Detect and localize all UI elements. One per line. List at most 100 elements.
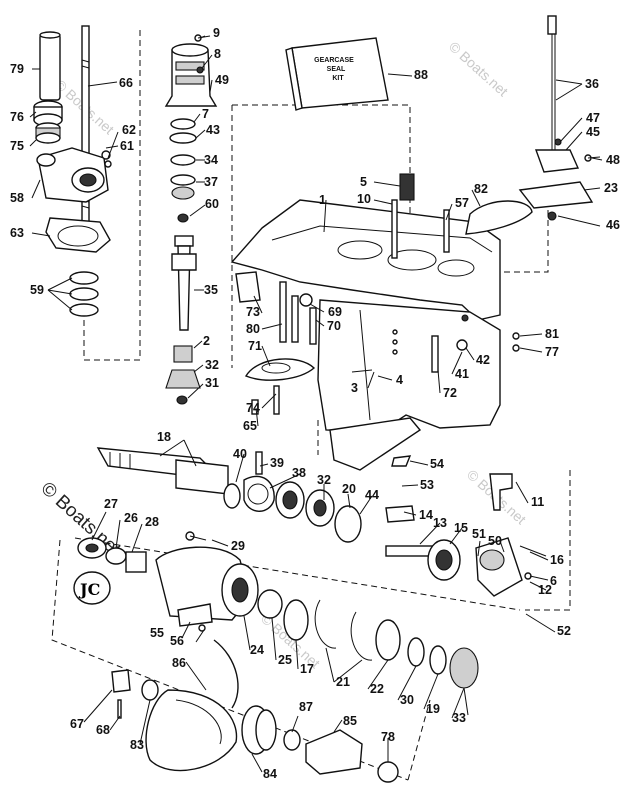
callout-part-70: 70 <box>327 319 341 333</box>
leader-line <box>367 371 375 389</box>
callout-part-29: 29 <box>231 539 245 553</box>
callout-part-13: 13 <box>433 516 447 530</box>
kit-label-line-2: SEAL <box>327 66 346 73</box>
callout-part-32b: 32 <box>317 473 331 487</box>
leader-line <box>463 687 469 716</box>
callout-part-78: 78 <box>381 730 395 744</box>
callout-part-66: 66 <box>119 76 133 90</box>
leader-line <box>87 81 118 87</box>
leader-line <box>555 79 583 85</box>
callout-part-14: 14 <box>419 508 433 522</box>
leader-line <box>377 375 393 381</box>
leader-line <box>193 364 204 373</box>
leader-line <box>333 659 363 683</box>
leader-line <box>529 551 549 561</box>
callout-part-53: 53 <box>420 478 434 492</box>
leader-lines <box>29 35 603 773</box>
leader-line <box>471 189 481 207</box>
leader-line <box>255 407 259 427</box>
kit-label-line-3: KIT <box>332 75 344 82</box>
callout-part-30: 30 <box>400 693 414 707</box>
leader-line <box>261 393 277 409</box>
callout-part-18: 18 <box>157 430 171 444</box>
leader-line <box>437 369 441 394</box>
leader-line <box>47 289 73 311</box>
leader-line <box>515 481 529 504</box>
leader-line <box>185 661 207 691</box>
callout-part-82: 82 <box>474 182 488 196</box>
callout-part-34: 34 <box>204 153 218 167</box>
leader-line <box>187 383 204 399</box>
callout-part-23: 23 <box>604 181 618 195</box>
callout-part-58: 58 <box>10 191 24 205</box>
callout-part-79: 79 <box>10 62 24 76</box>
callout-part-72: 72 <box>443 386 457 400</box>
callout-part-86: 86 <box>172 656 186 670</box>
leader-line <box>83 689 113 723</box>
propeller-group <box>111 639 399 783</box>
callout-part-1: 1 <box>319 193 326 207</box>
leader-line <box>333 719 343 733</box>
leader-line <box>291 715 299 733</box>
leader-line <box>419 522 441 545</box>
leader-line <box>29 111 37 118</box>
leader-line <box>47 277 73 291</box>
callout-part-4: 4 <box>396 373 403 387</box>
leader-line <box>451 351 463 375</box>
leader-line <box>499 540 505 553</box>
middle-small-parts <box>235 271 520 523</box>
callout-part-47: 47 <box>586 111 600 125</box>
leader-line <box>193 113 201 123</box>
leader-line <box>519 333 543 337</box>
callout-part-45: 45 <box>586 125 600 139</box>
leader-line <box>397 665 417 701</box>
bearing-carrier-group: JC <box>73 531 479 689</box>
driveshaft-parts <box>33 25 112 317</box>
callout-part-9: 9 <box>213 26 220 40</box>
leader-line <box>315 319 325 327</box>
callout-part-24: 24 <box>250 643 264 657</box>
leader-line <box>259 463 269 467</box>
callout-part-33: 33 <box>452 711 466 725</box>
callout-part-73: 73 <box>246 305 260 319</box>
callout-part-11: 11 <box>531 495 544 509</box>
callout-part-36: 36 <box>585 77 599 91</box>
callout-part-28: 28 <box>145 515 159 529</box>
leader-line <box>189 204 206 217</box>
leader-line <box>115 519 121 549</box>
callout-part-69: 69 <box>328 305 342 319</box>
kit-label-line-1: GEARCASE <box>314 57 354 64</box>
leader-line <box>525 613 556 633</box>
leader-line <box>183 439 197 467</box>
leader-line <box>403 511 417 516</box>
leader-line <box>373 181 401 187</box>
leader-line <box>109 715 121 731</box>
leader-line <box>31 232 51 237</box>
leader-line <box>449 527 463 545</box>
leader-line <box>199 35 206 39</box>
callout-part-39: 39 <box>270 456 284 470</box>
callout-part-84: 84 <box>263 767 277 781</box>
leader-line <box>271 617 277 661</box>
callout-part-51: 51 <box>472 527 486 541</box>
leader-line <box>559 117 583 143</box>
callout-part-71: 71 <box>248 339 262 353</box>
callout-part-74: 74 <box>246 401 260 415</box>
leader-line <box>445 203 453 221</box>
leader-line <box>209 79 213 93</box>
leader-line <box>131 523 143 553</box>
leader-line <box>309 303 325 313</box>
callout-part-59: 59 <box>30 283 44 297</box>
leader-line <box>359 495 373 515</box>
callout-part-49: 49 <box>215 73 229 87</box>
leader-line <box>139 699 151 745</box>
leader-line <box>31 179 41 199</box>
leader-line <box>295 639 299 670</box>
callout-part-20: 20 <box>342 482 356 496</box>
callout-part-81: 81 <box>545 327 559 341</box>
leader-line <box>529 575 549 581</box>
leader-line <box>159 439 185 457</box>
callout-part-77: 77 <box>545 345 559 359</box>
callout-part-85: 85 <box>343 714 357 728</box>
callout-part-10: 10 <box>357 192 371 206</box>
